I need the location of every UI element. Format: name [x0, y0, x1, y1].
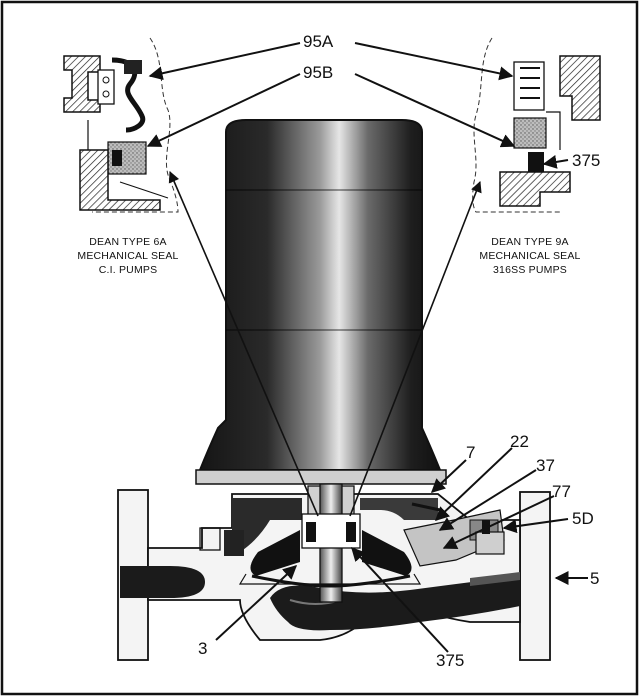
caption-type-9a: DEAN TYPE 9A MECHANICAL SEAL 316SS PUMPS [460, 235, 600, 278]
label-95a: 95A [303, 32, 334, 51]
caption-type-6a-line-2: MECHANICAL SEAL [77, 250, 179, 263]
caption-type-9a-line-2: MECHANICAL SEAL [479, 250, 581, 263]
label-37: 37 [536, 456, 555, 475]
label-3: 3 [198, 639, 208, 658]
caption-type-6a-line-3: C.I. PUMPS [98, 264, 158, 277]
label-5d: 5D [572, 509, 594, 528]
label-77: 77 [552, 482, 571, 501]
leader-lines [146, 42, 588, 653]
caption-type-6a: DEAN TYPE 6A MECHANICAL SEAL C.I. PUMPS [58, 235, 198, 278]
caption-type-9a-line-1: DEAN TYPE 9A [491, 236, 569, 248]
label-375-bottom: 375 [436, 651, 465, 670]
pump-casing [117, 489, 551, 661]
caption-type-6a-line-1: DEAN TYPE 6A [89, 236, 167, 248]
label-7: 7 [466, 443, 476, 462]
label-375-top: 375 [572, 151, 601, 170]
label-5: 5 [590, 569, 600, 588]
label-22: 22 [510, 432, 529, 451]
seal-detail-type-9a [472, 37, 601, 213]
caption-type-9a-line-3: 316SS PUMPS [493, 264, 567, 277]
motor [195, 119, 447, 485]
seal-detail-type-6a [63, 37, 179, 213]
label-95b: 95B [303, 63, 334, 82]
